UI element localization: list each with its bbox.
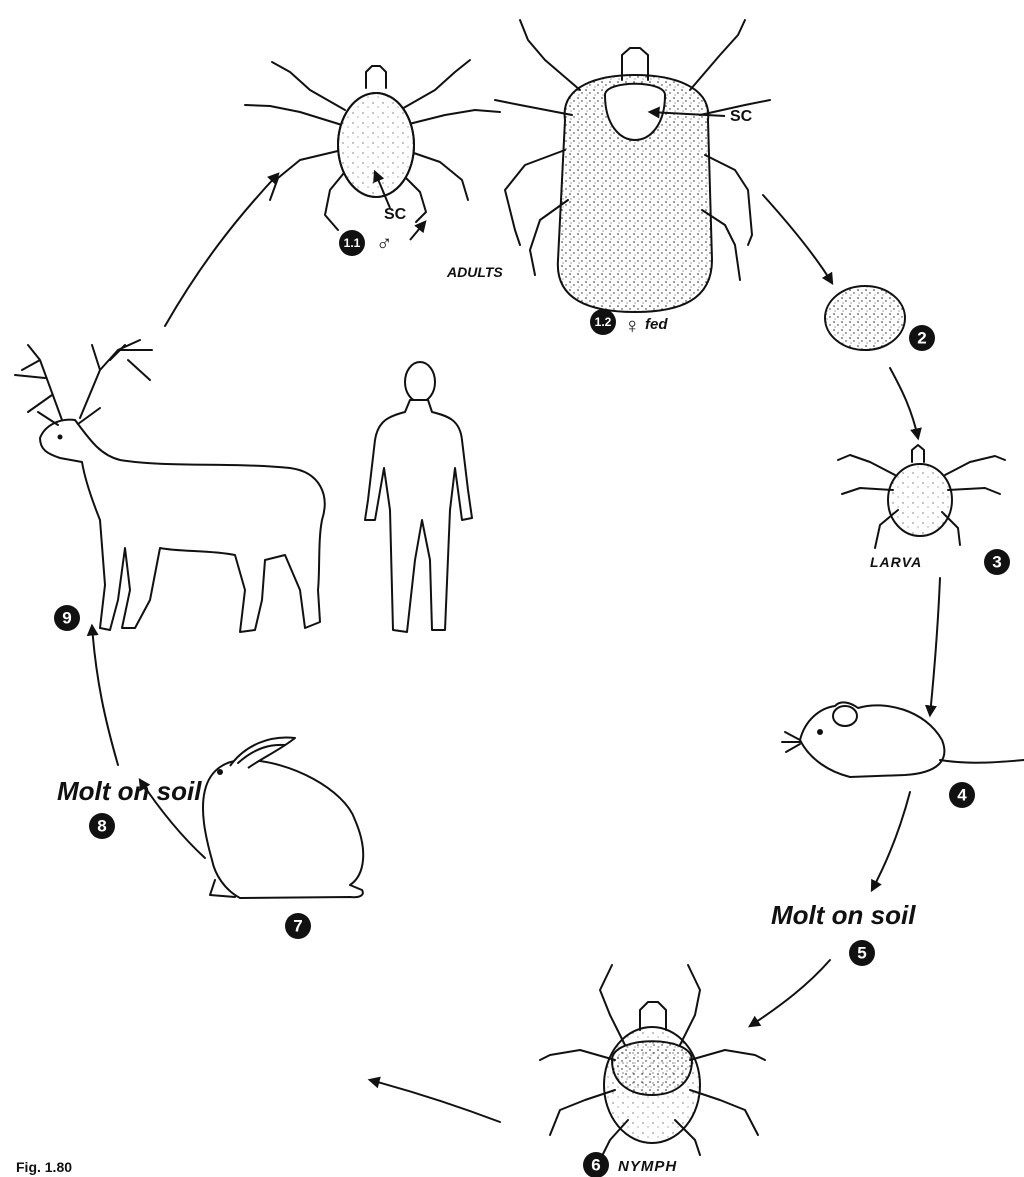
svg-text:8: 8 xyxy=(97,817,106,836)
svg-text:2: 2 xyxy=(917,329,926,348)
life-cycle-arrows xyxy=(92,174,940,1122)
svg-text:7: 7 xyxy=(293,917,302,936)
badge-8: 8 xyxy=(89,813,115,839)
human-host xyxy=(365,362,472,632)
svg-text:6: 6 xyxy=(591,1156,600,1175)
badge-7: 7 xyxy=(285,913,311,939)
badge-3: 3 xyxy=(984,549,1010,575)
mouse-host xyxy=(782,702,1024,777)
molt-on-soil-label-2: Molt on soil xyxy=(57,776,202,806)
badge-1-2: 1.2 xyxy=(590,309,616,335)
scutum-label-female: SC xyxy=(730,108,753,125)
figure-caption: Fig. 1.80 xyxy=(16,1159,72,1175)
badge-9: 9 xyxy=(54,605,80,631)
larva-tick xyxy=(838,445,1005,548)
nymph-label: NYMPH xyxy=(618,1158,677,1175)
svg-text:4: 4 xyxy=(957,786,967,805)
egg-mass xyxy=(825,286,905,350)
badge-2: 2 xyxy=(909,325,935,351)
larva-label: LARVA xyxy=(870,554,922,570)
hare-host xyxy=(203,737,363,898)
molt-on-soil-label-1: Molt on soil xyxy=(771,900,916,930)
nymph-tick xyxy=(540,965,765,1160)
male-adult-tick xyxy=(245,60,500,230)
fed-label: fed xyxy=(645,316,668,333)
svg-text:1.2: 1.2 xyxy=(595,315,612,329)
svg-text:5: 5 xyxy=(857,944,866,963)
female-fed-adult-tick xyxy=(495,20,770,312)
adults-label: ADULTS xyxy=(446,264,503,280)
badge-1-1: 1.1 xyxy=(339,230,365,256)
badge-6: 6 xyxy=(583,1152,609,1177)
deer-host xyxy=(15,340,325,632)
female-symbol: ♀ xyxy=(624,313,641,338)
scutum-label-male: SC xyxy=(384,206,407,223)
badge-5: 5 xyxy=(849,940,875,966)
male-symbol: ♂ xyxy=(376,230,393,255)
badge-4: 4 xyxy=(949,782,975,808)
svg-text:3: 3 xyxy=(992,553,1001,572)
svg-text:1.1: 1.1 xyxy=(344,236,361,250)
svg-text:9: 9 xyxy=(62,609,71,628)
